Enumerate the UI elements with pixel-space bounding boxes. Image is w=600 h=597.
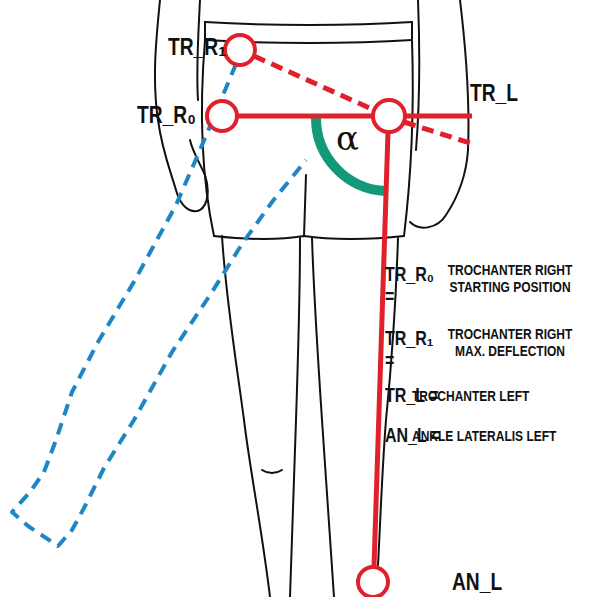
knee-line [262, 470, 282, 473]
marker-circle [358, 567, 388, 597]
marker-circle [373, 100, 405, 132]
key-symbol: TR_R₀ = [385, 263, 441, 307]
waistband [205, 22, 412, 25]
deflection-line [404, 122, 470, 143]
marker-circle [225, 35, 255, 65]
point-label: TR_L [470, 80, 534, 106]
marker-circle [207, 101, 237, 131]
reference-line [405, 114, 472, 119]
shorts-outline [404, 40, 413, 236]
point-label: AN_L [452, 569, 516, 595]
body-outline [155, 0, 469, 597]
point-label: TR_R₁ [168, 34, 240, 60]
key-description: TROCHANTER RIGHT STARTING POSITION [440, 262, 580, 295]
arm-outline [416, 0, 419, 150]
angle-arc [316, 118, 386, 191]
leg-outline [290, 238, 300, 597]
key-description: TROCHANTER LEFT [412, 388, 596, 405]
angle-label: α [336, 120, 376, 157]
leg-outline [222, 236, 270, 597]
reference-line [237, 114, 373, 119]
key-description: ANKLE LATERALIS LEFT [412, 428, 596, 445]
shorts-hem [214, 236, 404, 239]
key-description: TROCHANTER RIGHT MAX. DEFLECTION [440, 326, 580, 359]
leg-outline [312, 238, 334, 597]
key-symbol: TR_R₁ = [385, 327, 441, 371]
deflected-leg [12, 64, 306, 546]
shorts-seam [304, 175, 306, 236]
point-label: TR_R₀ [137, 102, 209, 128]
deflection-line [254, 56, 374, 110]
